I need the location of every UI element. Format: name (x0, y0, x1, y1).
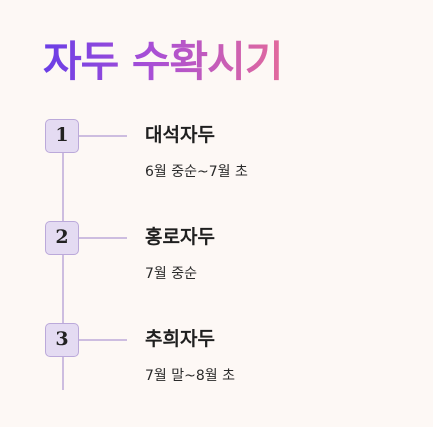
variety-name: 추희자두 (145, 328, 215, 350)
timeline-connector (79, 339, 127, 341)
step-number-badge: 1 (45, 119, 79, 153)
timeline-item-1: 1 대석자두 6월 중순~7월 초 (0, 119, 433, 199)
timeline-vertical-line (62, 136, 64, 390)
timeline-connector (79, 135, 127, 137)
timeline-item-2: 2 홍로자두 7월 중순 (0, 221, 433, 301)
step-number-badge: 2 (45, 221, 79, 255)
harvest-period: 6월 중순~7월 초 (145, 164, 248, 180)
step-number-badge: 3 (45, 323, 79, 357)
variety-name: 홍로자두 (145, 226, 215, 248)
harvest-period: 7월 중순 (145, 266, 197, 282)
timeline-connector (79, 237, 127, 239)
timeline-item-3: 3 추희자두 7월 말~8월 초 (0, 323, 433, 403)
page-title: 자두 수확시기 (43, 34, 283, 90)
variety-name: 대석자두 (145, 124, 215, 146)
harvest-period: 7월 말~8월 초 (145, 368, 235, 384)
